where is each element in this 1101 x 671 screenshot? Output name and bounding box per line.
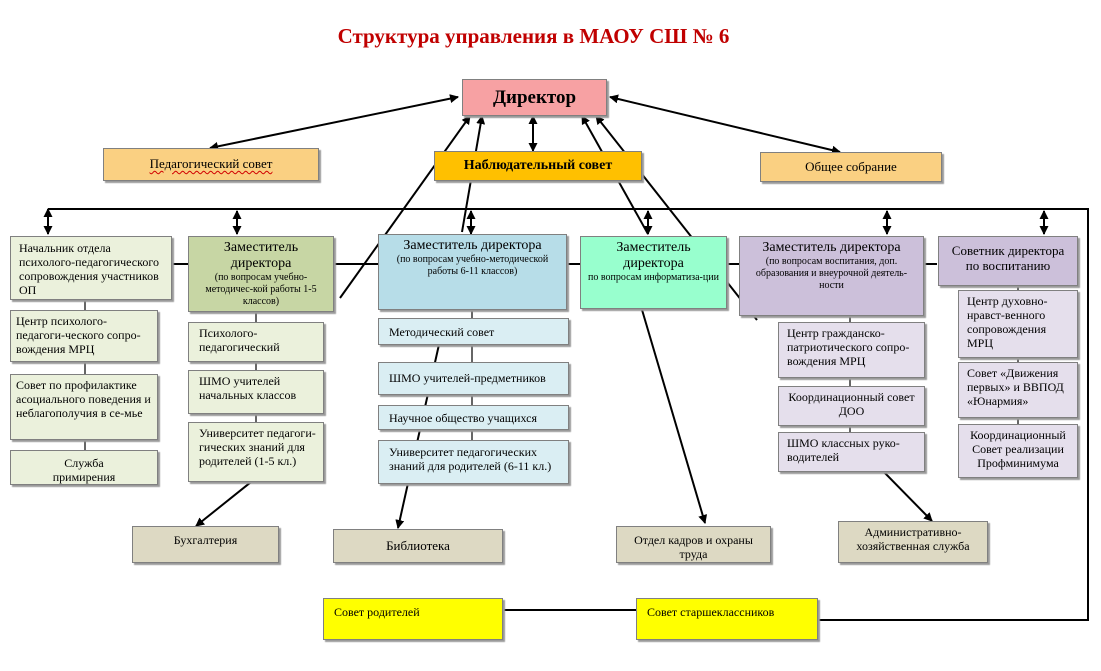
- deputy-secondary-box: Заместитель директора (по вопросам учебн…: [378, 234, 567, 310]
- seniors-council-box: Совет старшеклассников: [636, 598, 818, 640]
- parents-council-box: Совет родителей: [323, 598, 503, 640]
- psych-head-box: Начальник отдела психолого-педагогическо…: [10, 236, 172, 300]
- deputy-primary-box: Заместитель директора (по вопросам учебн…: [188, 236, 334, 312]
- parents-university-primary-box: Университет педагоги-гических знаний для…: [188, 422, 324, 482]
- parents-university-secondary-box: Университет педагогических знаний для ро…: [378, 440, 569, 484]
- deputy-secondary-title: Заместитель директора: [403, 238, 542, 253]
- admin-service-box: Административно-хозяйственная служба: [838, 521, 988, 563]
- deputy-it-title: Заместитель директора: [616, 240, 691, 271]
- reconciliation-service-box: Служба примирения: [10, 450, 158, 485]
- deputy-primary-subtitle: (по вопросам учебно-методичес-кой работы…: [205, 272, 317, 307]
- hr-box: Отдел кадров и охраны труда: [616, 526, 771, 563]
- deputy-secondary-subtitle: (по вопросам учебно-методической работы …: [396, 254, 549, 277]
- patriotic-center-box: Центр гражданско-патриотического сопро-в…: [778, 322, 925, 378]
- profminimum-council-box: Координационный Совет реализации Профмин…: [958, 424, 1078, 478]
- advisor-box: Советник директора по воспитанию: [938, 236, 1078, 286]
- accounting-box: Бухгалтерия: [132, 526, 279, 563]
- pedagogical-council-box: Педагогический совет: [103, 148, 319, 181]
- primary-teachers-mo-box: ШМО учителей начальных классов: [188, 370, 324, 414]
- deputy-upbringing-box: Заместитель директора (по вопросам воспи…: [739, 236, 924, 316]
- methodical-council-box: Методический совет: [378, 318, 569, 345]
- library-box: Библиотека: [333, 529, 503, 563]
- deputy-primary-title: Заместитель директора: [223, 240, 299, 271]
- director-box: Директор: [462, 79, 607, 116]
- class-teachers-mo-box: ШМО классных руко-водителей: [778, 432, 925, 472]
- deputy-upbringing-title: Заместитель директора: [762, 240, 901, 255]
- deputy-upbringing-subtitle: (по вопросам воспитания, доп. образовани…: [755, 256, 908, 291]
- spiritual-center-box: Центр духовно-нравст-венного сопровожден…: [958, 290, 1078, 358]
- psych-center-box: Центр психолого-педагоги-ческого сопро-в…: [10, 310, 158, 362]
- psych-ped-box: Психолого-педагогический: [188, 322, 324, 362]
- prevention-council-box: Совет по профилактике асоциального повед…: [10, 374, 158, 440]
- deputy-it-box: Заместитель директора по вопросам информ…: [580, 236, 727, 309]
- scientific-society-box: Научное общество учащихся: [378, 405, 569, 430]
- deputy-it-subtitle: по вопросам информатиза-ции: [588, 272, 719, 283]
- subject-teachers-mo-box: ШМО учителей-предметников: [378, 362, 569, 395]
- coordination-council-doo-box: Координационный совет ДОО: [778, 386, 925, 426]
- general-meeting-box: Общее собрание: [760, 152, 942, 182]
- pedagogical-council-label: Педагогический совет: [149, 156, 273, 171]
- supervisory-board-box: Наблюдательный совет: [434, 151, 642, 181]
- movement-council-box: Совет «Движения первых» и ВВПОД «Юнармия…: [958, 362, 1078, 418]
- diagram-title: Структура управления в МАОУ СШ № 6: [337, 24, 730, 48]
